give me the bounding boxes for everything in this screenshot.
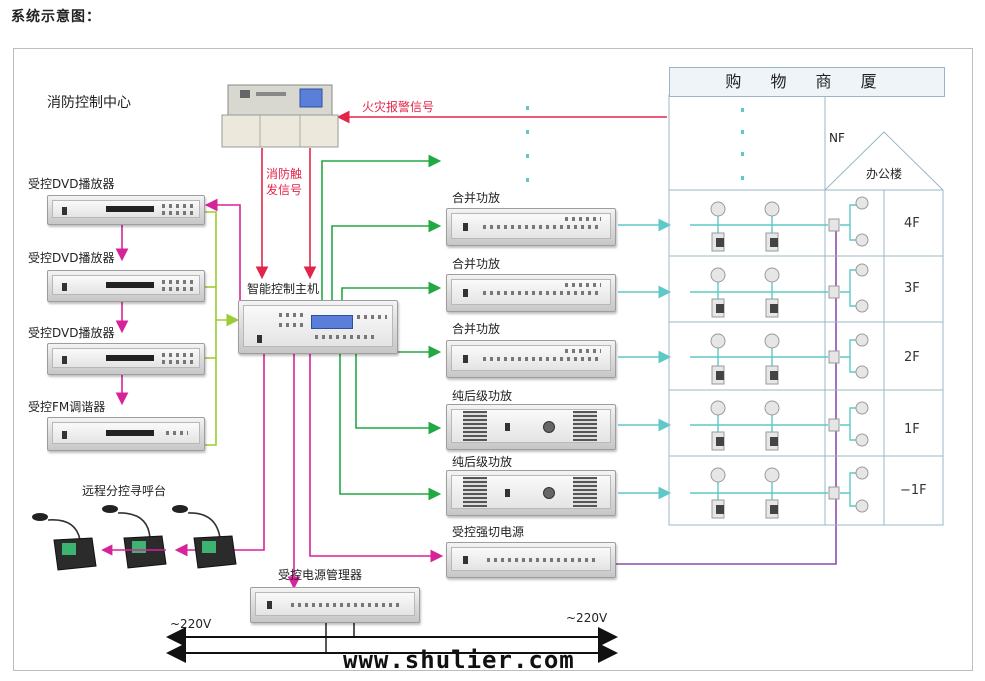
watermark: www.shulier.com xyxy=(343,646,575,674)
poweramp-label-1: 纯后级功放 xyxy=(452,389,513,403)
office-label: 办公楼 xyxy=(866,167,903,181)
fire-trigger-label-1: 消防触 xyxy=(266,167,303,181)
strong-cut-label: 受控强切电源 xyxy=(452,525,525,539)
power-manager-label: 受控电源管理器 xyxy=(278,568,363,582)
fire-trigger-label-2: 发信号 xyxy=(266,183,303,197)
amp-label-3: 合并功放 xyxy=(452,322,501,336)
source-to-host-lines xyxy=(204,211,240,446)
ac-mains-lines xyxy=(166,622,618,663)
amp-to-floor-lines xyxy=(618,218,672,500)
power-manager xyxy=(250,587,420,623)
dvd-label-2: 受控DVD播放器 xyxy=(28,251,115,265)
remote-paging-label: 远程分控寻呼台 xyxy=(82,484,167,498)
floor-label-2f: 2F xyxy=(904,350,920,365)
floor-label-3f: 3F xyxy=(904,281,920,296)
integrated-amp-3 xyxy=(446,340,616,378)
dvd-player-3 xyxy=(47,343,205,375)
strong-cut-line xyxy=(614,226,837,565)
control-center-label: 消防控制中心 xyxy=(47,95,131,111)
fm-tuner xyxy=(47,417,205,451)
dvd-label-1: 受控DVD播放器 xyxy=(28,177,115,191)
dotted-connectors xyxy=(526,106,744,182)
paging-microphones xyxy=(32,505,237,571)
integrated-amp-1 xyxy=(446,208,616,246)
host-to-amp-lines xyxy=(321,154,442,501)
mall-title: 购 物 商 厦 xyxy=(669,67,945,97)
dvd-player-1 xyxy=(47,195,205,225)
page-heading: 系统示意图： xyxy=(11,9,101,25)
floor-label-4f: 4F xyxy=(904,216,920,231)
fm-label: 受控FM调谐器 xyxy=(28,400,106,414)
power-amp-2 xyxy=(446,470,616,516)
floor-label-b1f: −1F xyxy=(900,483,927,498)
ac-left-label: ~220V xyxy=(170,617,212,631)
amp-label-1: 合并功放 xyxy=(452,191,501,205)
fire-alarm-label: 火灾报警信号 xyxy=(362,100,435,114)
fire-control-console xyxy=(221,84,339,148)
floor-speakers xyxy=(690,196,869,519)
dvd-label-3: 受控DVD播放器 xyxy=(28,326,115,340)
amp-label-2: 合并功放 xyxy=(452,257,501,271)
integrated-amp-2 xyxy=(446,274,616,312)
ac-right-label: ~220V xyxy=(566,611,608,625)
poweramp-label-2: 纯后级功放 xyxy=(452,455,513,469)
dvd-player-2 xyxy=(47,270,205,302)
strong-cut-power xyxy=(446,542,616,578)
control-lines xyxy=(115,198,444,590)
diagram-frame xyxy=(13,48,973,671)
floor-label-1f: 1F xyxy=(904,422,920,437)
smart-control-host xyxy=(238,300,398,354)
mall-building xyxy=(668,94,944,526)
host-label: 智能控制主机 xyxy=(247,282,320,296)
power-amp-1 xyxy=(446,404,616,450)
nf-label: NF xyxy=(829,131,845,145)
